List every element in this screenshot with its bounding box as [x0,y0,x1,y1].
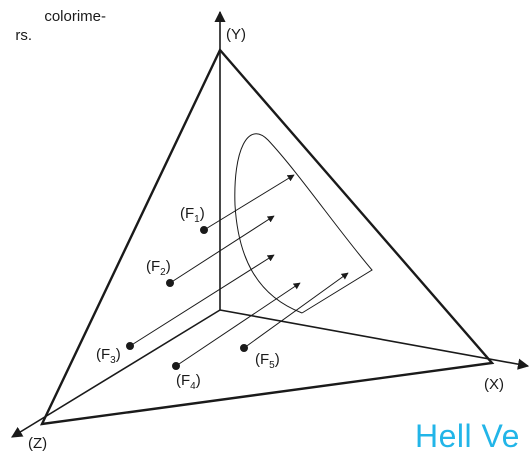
filter-label-4: (F4) [176,372,201,392]
filter-label-3: (F3) [96,346,121,366]
filter-label-2: (F2) [146,258,171,278]
caption-line-1: colorime- [44,8,106,25]
filter-index-1: 1 [194,214,200,225]
filter-point-3 [126,342,134,350]
x-axis [219,309,530,370]
filter-point-5 [240,344,248,352]
brand-watermark: Hell Ve [415,418,520,454]
filter-index-5: 5 [269,360,275,371]
filter-index-4: 4 [190,381,196,392]
filter-point-2 [166,279,174,287]
filter-index-2: 2 [160,267,166,278]
filter-point-4 [172,362,180,370]
filter-vector-1 [203,174,295,231]
filter-point-1 [200,226,208,234]
filter-vector-4 [175,282,301,367]
caption-line-2: rs. [15,27,32,44]
filter-label-5: (F5) [255,351,280,371]
axis-label-y: (Y) [226,26,246,43]
axis-label-x: (X) [484,376,504,393]
unit-plane-triangle [39,47,495,426]
filter-vector-3 [129,254,275,347]
filter-vector-5 [243,272,349,349]
filter-label-1: (F1) [180,205,205,225]
spectral-locus [234,133,373,314]
axis-label-z: (Z) [28,435,47,451]
caption-fragment: colorime- rs. [0,0,120,45]
filter-vector-2 [169,215,275,284]
filter-index-3: 3 [110,355,116,366]
